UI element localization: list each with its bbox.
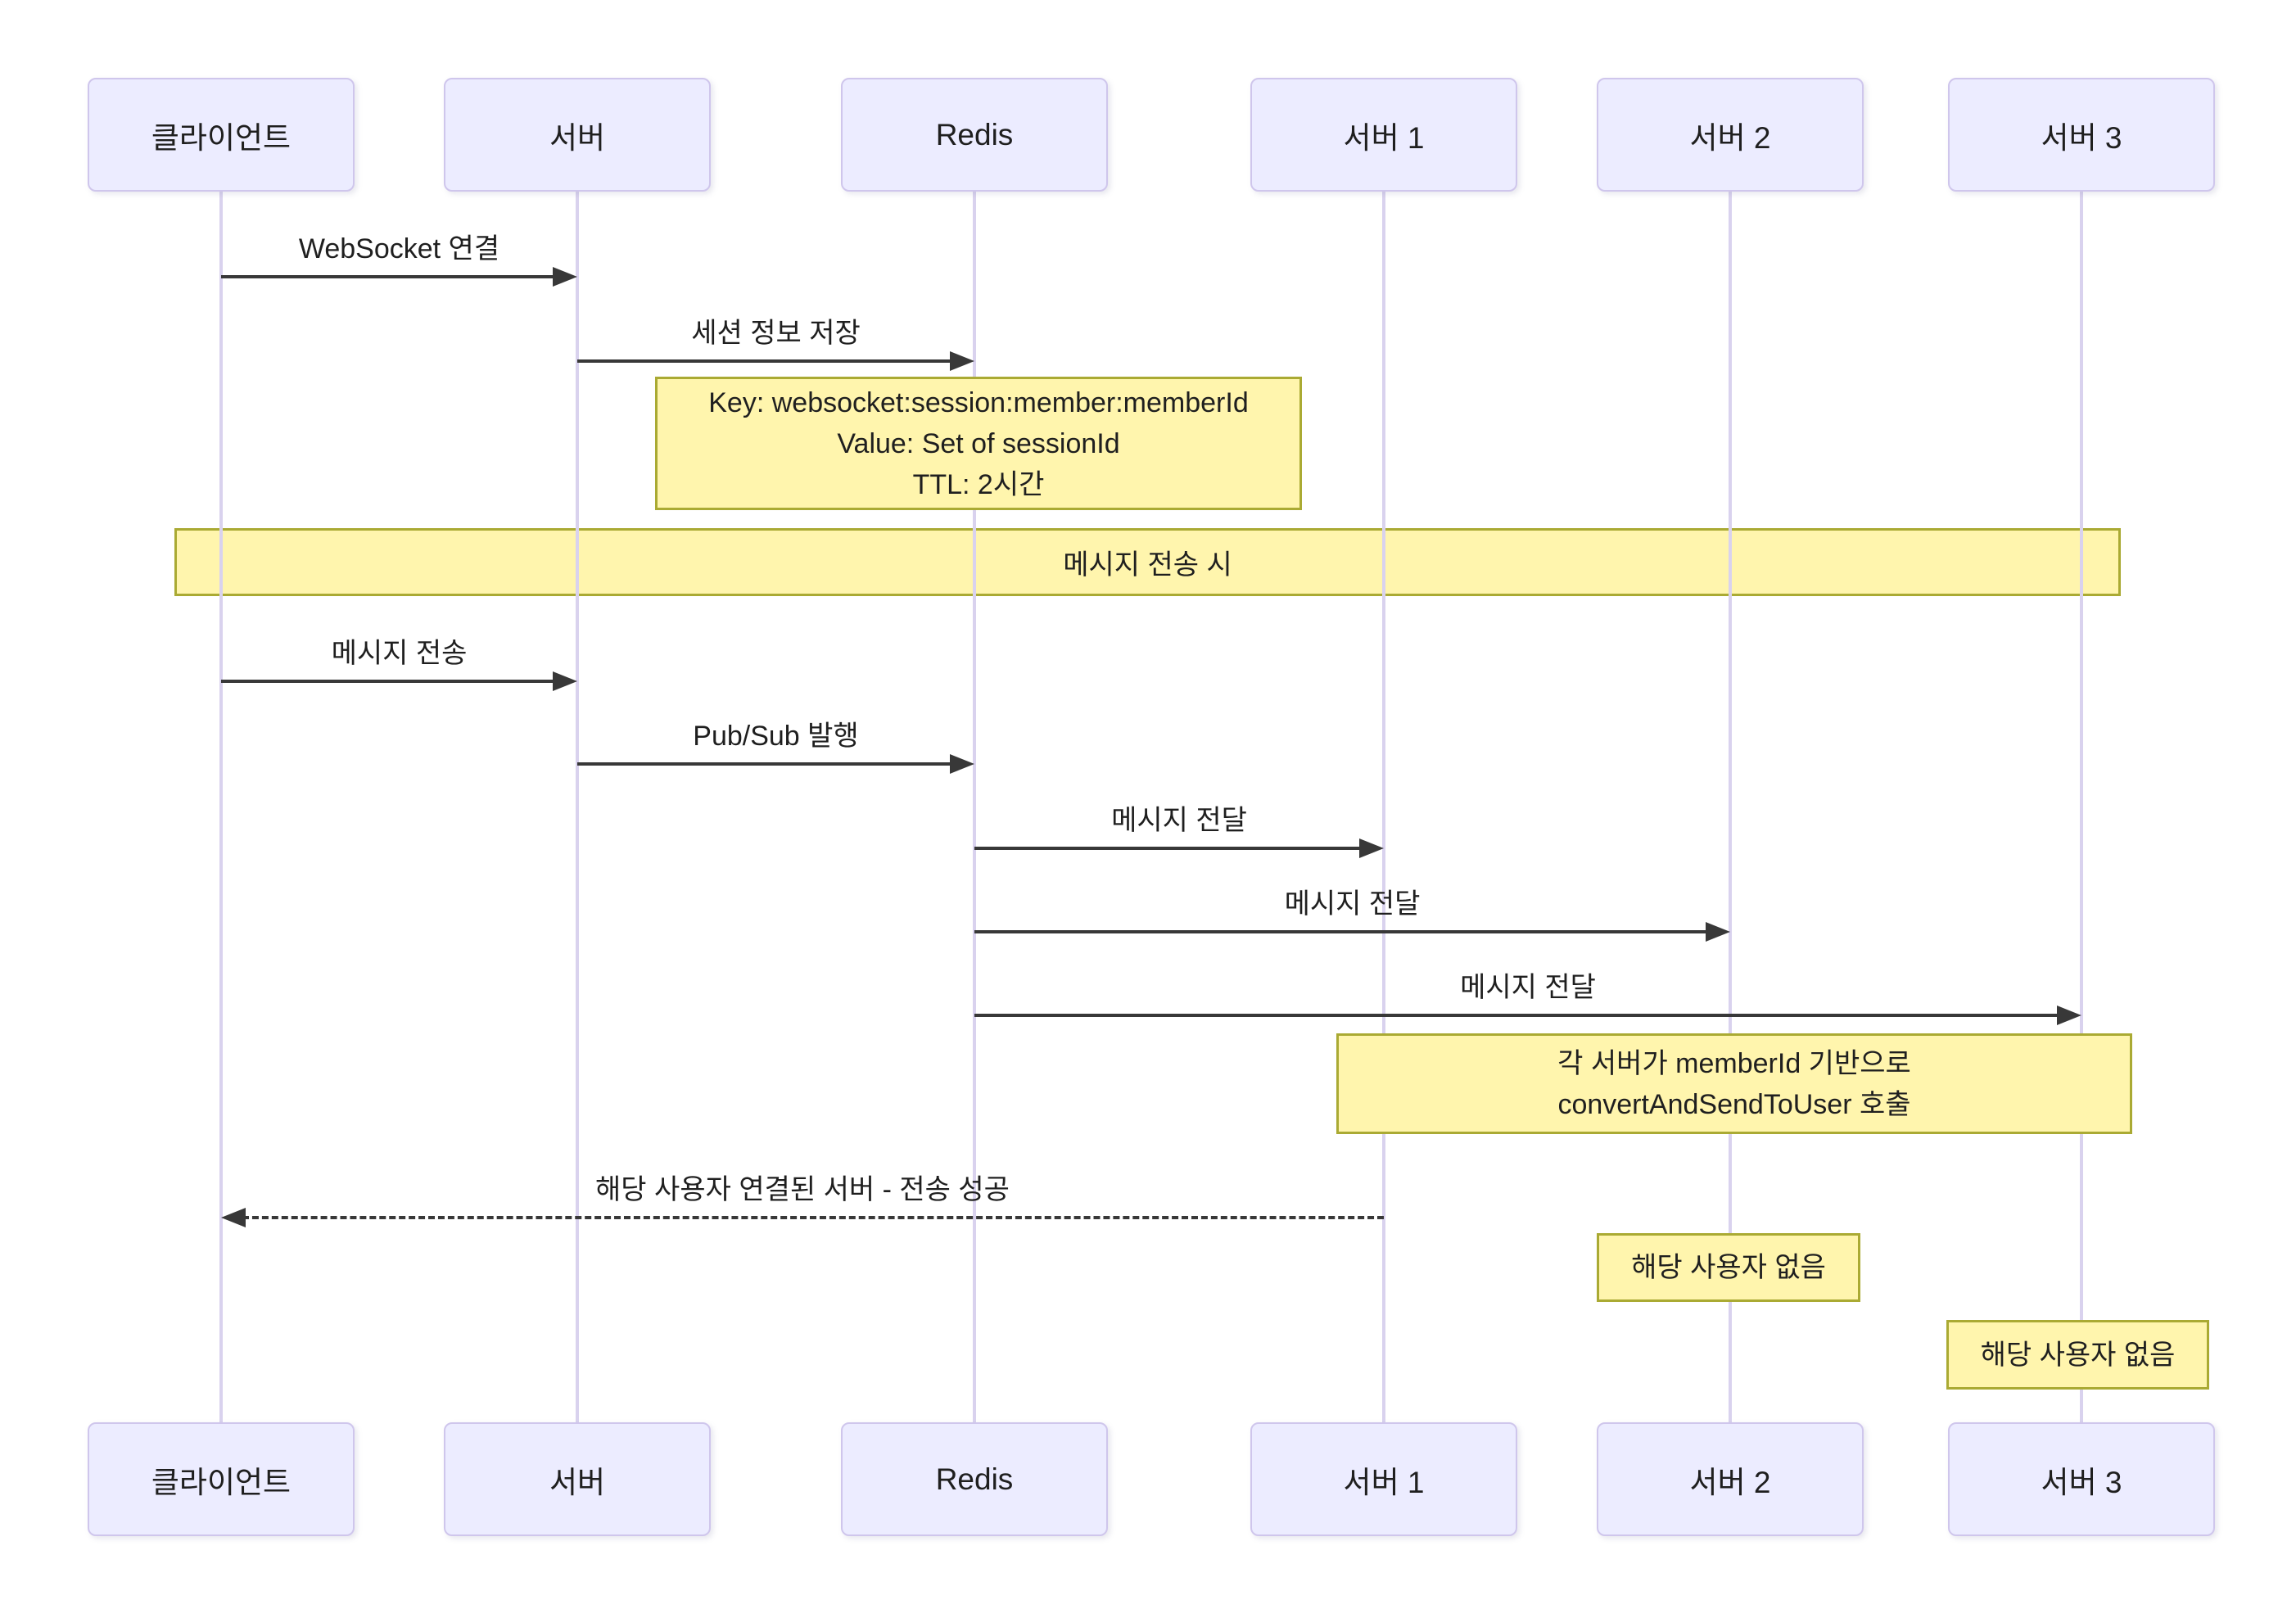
message-line-6	[974, 930, 1709, 933]
actor-bottom-server: 서버	[444, 1422, 711, 1536]
message-label-4: Pub/Sub 발행	[693, 721, 859, 752]
actor-label-server: 서버	[549, 120, 606, 155]
message-line-3	[221, 680, 556, 683]
message-arrowhead-7	[2057, 1006, 2081, 1025]
actor-label-server2: 서버 2	[1689, 120, 1771, 155]
message-arrowhead-8	[221, 1208, 246, 1227]
message-line-8	[242, 1216, 1384, 1219]
message-arrowhead-1	[553, 267, 577, 287]
actor-bottom-server1: 서버 1	[1250, 1422, 1517, 1536]
message-line-5	[974, 847, 1363, 850]
note-redis-session-note-line-3: TTL: 2시간	[912, 468, 1045, 500]
note-redis-session-note-line-2: Value: Set of sessionId	[837, 427, 1120, 459]
note-no-user-server2-note-line-1: 해당 사용자 없음	[1631, 1252, 1826, 1283]
actor-label-client: 클라이언트	[151, 1465, 292, 1499]
message-line-7	[974, 1014, 2060, 1017]
message-arrowhead-4	[950, 754, 974, 774]
message-arrowhead-2	[950, 351, 974, 371]
actor-label-server: 서버	[549, 1465, 606, 1499]
message-label-5: 메시지 전달	[1111, 805, 1247, 836]
actor-bottom-server3: 서버 3	[1948, 1422, 2215, 1536]
lifeline-server1	[1382, 192, 1385, 1422]
actor-label-redis: Redis	[935, 117, 1014, 151]
band-label: 메시지 전송 시	[1063, 549, 1232, 581]
note-no-user-server3-note-line-1: 해당 사용자 없음	[1980, 1339, 2176, 1371]
actor-top-server1: 서버 1	[1250, 78, 1517, 192]
actor-label-client: 클라이언트	[151, 120, 292, 155]
note-redis-session-note-line-1: Key: websocket:session:member:memberId	[708, 386, 1249, 418]
lifeline-server3	[2080, 192, 2083, 1422]
actor-bottom-redis: Redis	[841, 1422, 1108, 1536]
actor-top-client: 클라이언트	[88, 78, 355, 192]
actor-top-redis: Redis	[841, 78, 1108, 192]
lifeline-server	[576, 192, 579, 1422]
message-line-2	[577, 359, 953, 363]
actor-bottom-client: 클라이언트	[88, 1422, 355, 1536]
lifeline-redis	[973, 192, 976, 1422]
note-convert-note: 각 서버가 memberId 기반으로 convertAndSendToUser …	[1336, 1033, 2132, 1134]
lifeline-client	[219, 192, 223, 1422]
message-arrowhead-3	[553, 671, 577, 691]
message-label-1: WebSocket 연결	[298, 233, 500, 264]
actor-label-server3: 서버 3	[2041, 1465, 2122, 1499]
message-line-1	[221, 275, 556, 278]
actor-top-server2: 서버 2	[1597, 78, 1864, 192]
actor-label-server1: 서버 1	[1343, 1465, 1425, 1499]
band-message-send-phase: 메시지 전송 시	[174, 528, 2121, 596]
message-label-7: 메시지 전달	[1460, 972, 1596, 1003]
message-label-6: 메시지 전달	[1284, 888, 1421, 920]
note-convert-note-line-1: 각 서버가 memberId 기반으로	[1557, 1047, 1911, 1079]
message-line-4	[577, 762, 953, 766]
note-convert-note-line-2: convertAndSendToUser 호출	[1557, 1088, 1911, 1120]
lifeline-server2	[1729, 192, 1732, 1422]
message-arrowhead-6	[1706, 922, 1730, 942]
note-no-user-server3-note: 해당 사용자 없음	[1946, 1320, 2209, 1390]
actor-label-redis: Redis	[935, 1462, 1014, 1496]
message-label-2: 세션 정보 저장	[691, 318, 861, 349]
message-label-8: 해당 사용자 연결된 서버 - 전송 성공	[595, 1174, 1010, 1205]
message-label-3: 메시지 전송	[331, 638, 468, 669]
actor-bottom-server2: 서버 2	[1597, 1422, 1864, 1536]
message-arrowhead-5	[1359, 838, 1384, 858]
note-no-user-server2-note: 해당 사용자 없음	[1597, 1233, 1860, 1302]
actor-label-server2: 서버 2	[1689, 1465, 1771, 1499]
actor-label-server1: 서버 1	[1343, 120, 1425, 155]
actor-top-server3: 서버 3	[1948, 78, 2215, 192]
actor-label-server3: 서버 3	[2041, 120, 2122, 155]
actor-top-server: 서버	[444, 78, 711, 192]
